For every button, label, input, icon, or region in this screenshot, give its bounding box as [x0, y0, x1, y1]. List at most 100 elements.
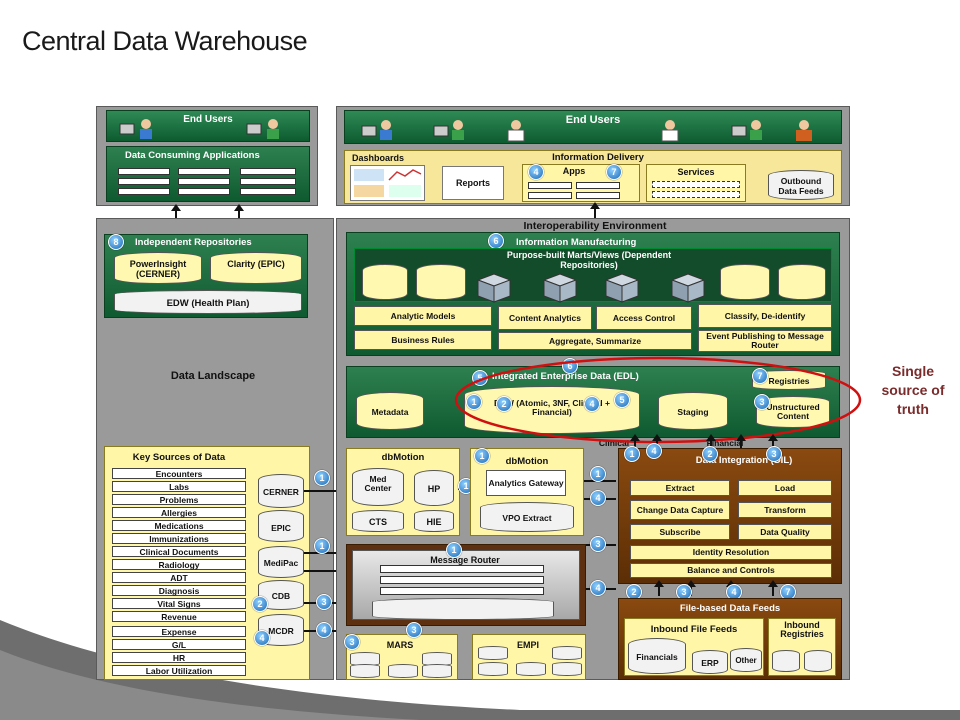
step-badge: 4	[590, 580, 606, 596]
edw-db: EDW (Atomic, 3NF, Clinical + Financial)	[464, 386, 640, 434]
metadata-db: Metadata	[356, 392, 424, 430]
information-delivery-label: Information Delivery	[552, 152, 644, 163]
olap-cubes	[476, 273, 706, 303]
powerinsight-db: PowerInsight (CERNER)	[114, 252, 202, 284]
change-data-capture-box: Change Data Capture	[630, 500, 730, 520]
key-source-item: G/L	[112, 639, 246, 650]
arrow-up	[654, 580, 664, 596]
step-badge: 1	[624, 446, 640, 462]
key-source-item: Radiology	[112, 559, 246, 570]
step-badge: 7	[752, 368, 768, 384]
arrow-up	[706, 434, 716, 450]
mars-db	[388, 664, 418, 678]
mart-db	[720, 264, 770, 300]
empi-db	[478, 646, 508, 660]
key-source-item: Problems	[112, 494, 246, 505]
hp-db: HP	[414, 470, 454, 506]
dashboard-thumbnail	[350, 165, 425, 201]
step-badge: 1	[474, 448, 490, 464]
apps-label: Apps	[562, 166, 586, 176]
router-store	[372, 598, 554, 620]
key-source-item: Encounters	[112, 468, 246, 479]
empi-db	[552, 662, 582, 676]
staging-db: Staging	[658, 392, 728, 430]
connector-line	[304, 552, 348, 554]
step-badge: 2	[252, 596, 268, 612]
step-badge: 1	[446, 542, 462, 558]
mars-label: MARS	[386, 640, 414, 650]
key-source-item: Labs	[112, 481, 246, 492]
arrow-up	[768, 580, 778, 596]
interoperability-label: Interoperability Environment	[523, 220, 667, 232]
single-source-callout: Single source of truth	[881, 363, 945, 417]
key-source-item: Vital Signs	[112, 598, 246, 609]
app-slot	[528, 182, 572, 189]
data-landscape-label: Data Landscape	[170, 370, 256, 382]
registry-db	[772, 650, 800, 672]
dashboards-label: Dashboards	[352, 153, 405, 163]
single-source-ellipse	[454, 356, 862, 444]
load-box: Load	[738, 480, 832, 496]
step-badge: 3	[316, 594, 332, 610]
step-badge: 4	[584, 396, 600, 412]
event-publishing-box: Event Publishing to Message Router	[698, 330, 832, 352]
financial-label: Financial	[706, 438, 744, 448]
arrow-up	[768, 434, 778, 450]
right-end-users-label: End Users	[565, 114, 621, 126]
step-badge: 2	[702, 446, 718, 462]
dbmotion-label: dbMotion	[381, 452, 425, 463]
mars-db	[422, 664, 452, 678]
data-consuming-apps-label: Data Consuming Applications	[125, 150, 260, 161]
dbmotion-label: dbMotion	[505, 456, 549, 467]
step-badge: 3	[766, 446, 782, 462]
step-badge: 3	[406, 622, 422, 638]
corner-swoosh-graphic	[0, 620, 960, 720]
step-badge: 8	[108, 234, 124, 250]
inbound-registries-label: Inbound Registries	[780, 620, 824, 640]
identity-resolution-box: Identity Resolution	[630, 545, 832, 560]
step-badge: 3	[344, 634, 360, 650]
outbound-data-feeds-db: Outbound Data Feeds	[768, 170, 834, 200]
page-title: Central Data Warehouse	[22, 26, 308, 56]
inbound-file-feeds-label: Inbound File Feeds	[650, 624, 738, 635]
marts-label: Purpose-built Marts/Views (Dependent Rep…	[506, 250, 672, 270]
app-slots	[118, 168, 298, 196]
edl-label: Integrated Enterprise Data (EDL)	[492, 371, 639, 382]
classify-box: Classify, De-identify	[698, 304, 832, 328]
message-router-label: Message Router	[430, 555, 500, 565]
aggregate-box: Aggregate, Summarize	[498, 332, 692, 350]
connector-line	[304, 490, 348, 492]
registry-db	[804, 650, 832, 672]
arrow-up	[171, 204, 181, 220]
app-slot	[576, 182, 620, 189]
key-sources-label: Key Sources of Data	[132, 452, 226, 463]
service-slot	[652, 181, 740, 188]
transform-box: Transform	[738, 502, 832, 518]
key-source-item: ADT	[112, 572, 246, 583]
user-icons-row	[356, 118, 826, 142]
step-badge: 6	[488, 233, 504, 249]
content-analytics-box: Content Analytics	[498, 306, 592, 330]
edw-health-plan-db: EDW (Health Plan)	[114, 290, 302, 314]
step-badge: 1	[314, 538, 330, 554]
subscribe-box: Subscribe	[630, 524, 730, 540]
mart-db	[362, 264, 408, 300]
empi-db	[552, 646, 582, 660]
vpo-extract-db: VPO Extract	[480, 502, 574, 532]
key-source-item: Expense	[112, 626, 246, 637]
key-source-item: Immunizations	[112, 533, 246, 544]
user-icon	[118, 118, 158, 140]
step-badge: 4	[316, 622, 332, 638]
epic-db: EPIC	[258, 510, 304, 542]
reports-doc: Reports	[442, 166, 504, 200]
file-feeds-label: File-based Data Feeds	[679, 603, 781, 614]
router-queue	[380, 576, 544, 584]
unstructured-content-db: Unstructured Content	[756, 396, 830, 428]
data-quality-box: Data Quality	[738, 524, 832, 540]
data-integration-label: Data Integration (DIL)	[695, 455, 793, 466]
step-badge: 5	[614, 392, 630, 408]
key-source-item: Labor Utilization	[112, 665, 246, 676]
empi-label: EMPI	[516, 640, 539, 650]
arrow-up	[736, 434, 746, 450]
independent-repositories-label: Independent Repositories	[135, 237, 252, 248]
